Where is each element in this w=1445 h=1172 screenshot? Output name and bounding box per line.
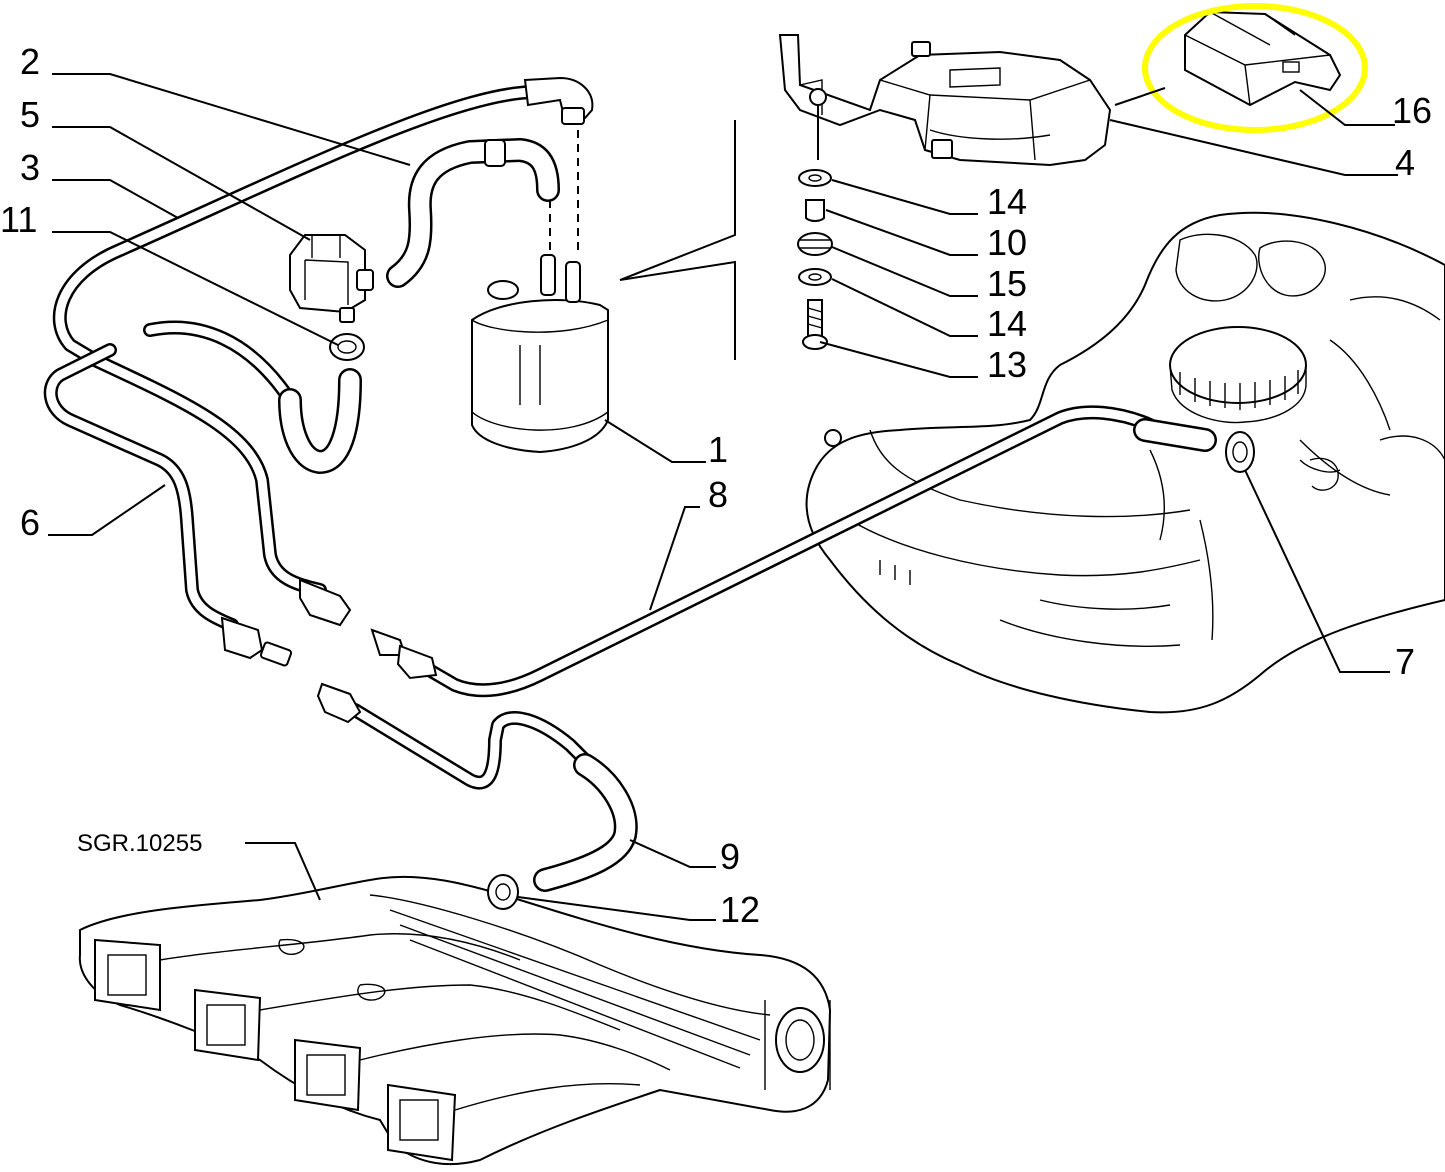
callout-16: 16 xyxy=(1392,90,1432,131)
callout-15: 15 xyxy=(987,263,1027,304)
fittings xyxy=(220,76,1255,910)
callout-7: 7 xyxy=(1395,641,1415,682)
highlight-circle xyxy=(1142,3,1368,133)
intake-manifold xyxy=(78,875,832,1166)
assembly-arrow xyxy=(1114,87,1166,106)
callout-4: 4 xyxy=(1395,142,1415,183)
callout-5: 5 xyxy=(20,94,40,135)
callout-6: 6 xyxy=(20,502,40,543)
fuel-tank xyxy=(805,211,1445,714)
fuel-vapour-pipes xyxy=(43,85,1157,790)
callout-14-upper: 14 xyxy=(987,181,1027,222)
bracket-assembly xyxy=(778,34,1112,350)
reference-code: SGR.10255 xyxy=(77,830,202,857)
group-bracket xyxy=(619,120,736,360)
leader-lines xyxy=(48,73,1398,921)
callout-2: 2 xyxy=(20,41,40,82)
callout-9: 9 xyxy=(720,836,740,877)
rubber-hoses xyxy=(278,138,1217,892)
callout-13: 13 xyxy=(987,344,1027,385)
callout-12: 12 xyxy=(720,889,760,930)
part-16-relay-holder xyxy=(1142,3,1368,133)
charcoal-canister xyxy=(471,254,609,454)
callout-1: 1 xyxy=(708,429,728,470)
callout-3: 3 xyxy=(20,147,40,188)
callout-10: 10 xyxy=(987,222,1027,263)
callout-8: 8 xyxy=(708,474,728,515)
callout-11: 11 xyxy=(0,199,37,240)
callout-14-lower: 14 xyxy=(987,303,1027,344)
callout-labels: 2 5 3 11 6 1 8 16 4 14 10 15 14 13 7 9 1… xyxy=(0,41,1432,930)
